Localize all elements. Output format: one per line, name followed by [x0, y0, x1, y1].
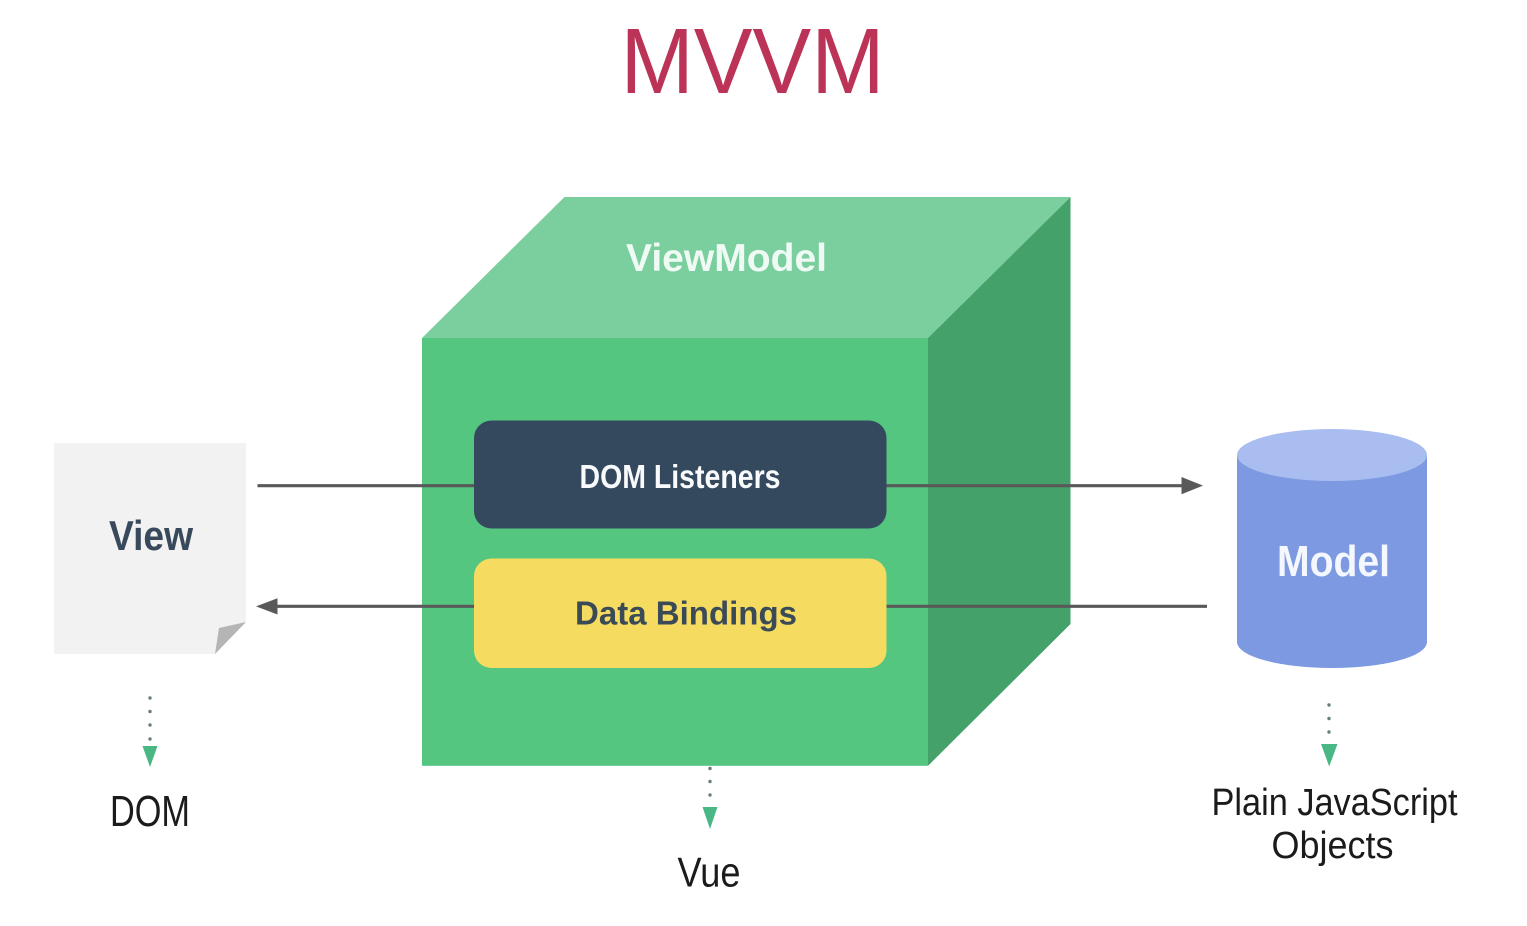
svg-text:DOM Listeners: DOM Listeners — [580, 458, 781, 495]
svg-text:MVVM: MVVM — [621, 9, 885, 113]
svg-text:Model: Model — [1277, 537, 1390, 586]
svg-text:ViewModel: ViewModel — [626, 237, 827, 280]
svg-text:Plain JavaScript: Plain JavaScript — [1212, 782, 1458, 824]
svg-text:Data Bindings: Data Bindings — [575, 595, 797, 632]
svg-text:Vue: Vue — [678, 849, 741, 896]
svg-text:Objects: Objects — [1272, 825, 1394, 867]
svg-text:DOM: DOM — [110, 787, 190, 836]
svg-text:View: View — [109, 512, 193, 559]
